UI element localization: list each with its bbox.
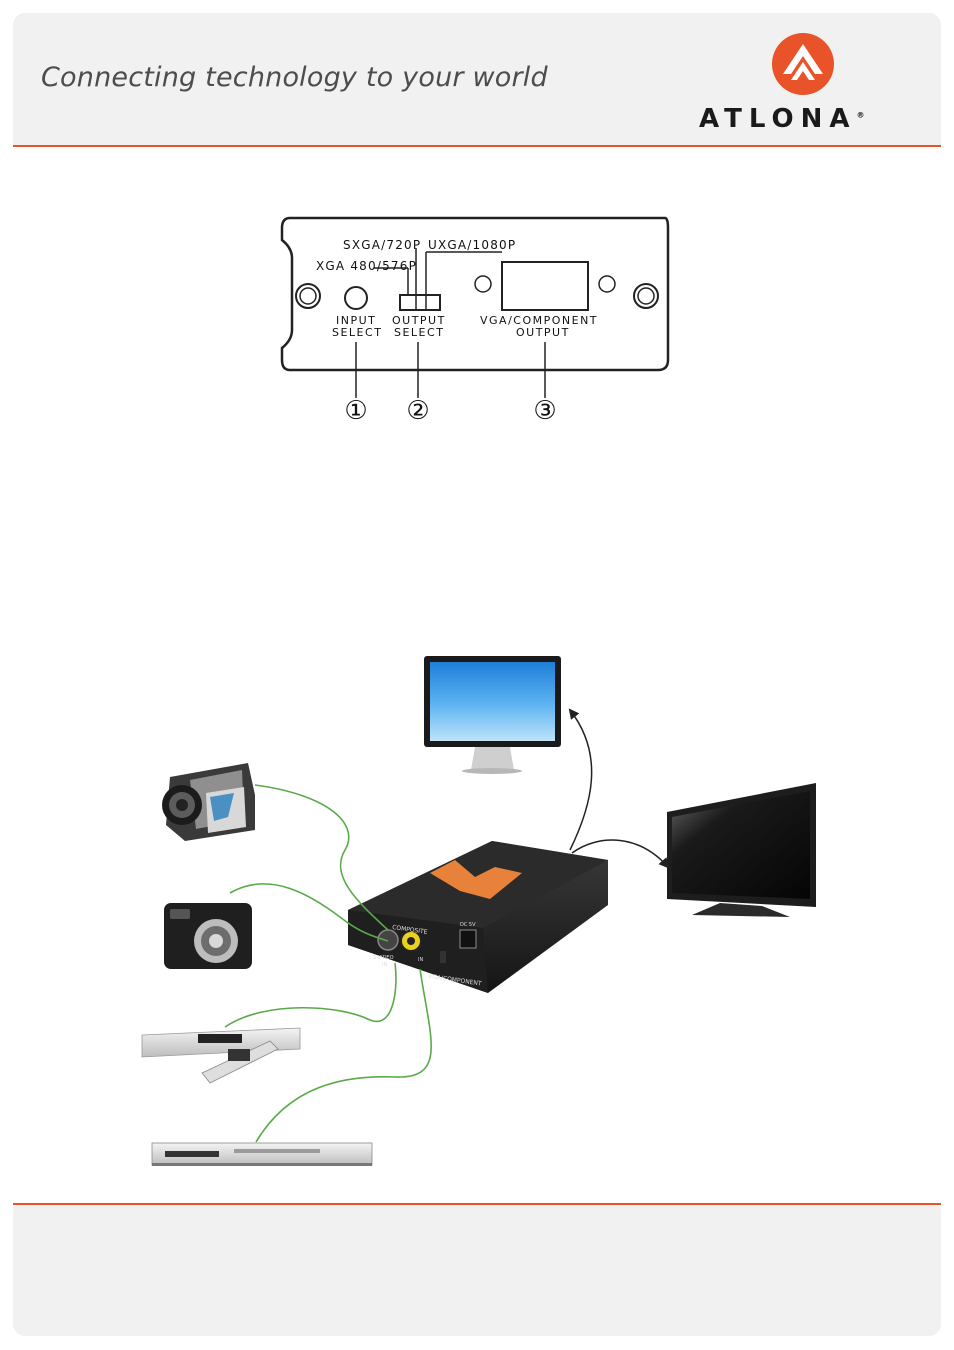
label-vga-output-2: OUTPUT — [516, 326, 570, 339]
digital-camera-icon — [164, 903, 252, 969]
callout-1: ① — [344, 396, 367, 426]
callout-3: ③ — [533, 396, 556, 426]
arrow-to-monitor — [568, 708, 593, 851]
cable-dvd — [255, 968, 432, 1143]
output-select-switch — [399, 294, 441, 311]
led-right — [598, 275, 616, 293]
dvd-player-with-remote-icon — [141, 1027, 301, 1084]
tagline: Connecting technology to your world — [41, 62, 548, 93]
led-left — [474, 275, 492, 293]
converter-box-icon: COMPOSITE S-VIDEO IN IN DC 5V VGA/COMPON… — [348, 841, 608, 993]
right-screw-icon — [633, 283, 659, 309]
flat-tv-icon — [667, 783, 816, 917]
device-label-svideo: S-VIDEO — [373, 955, 394, 961]
callout-2: ② — [406, 396, 429, 426]
label-xga: XGA 480/576P — [316, 259, 417, 273]
header-divider — [13, 145, 941, 147]
label-input-select-2: SELECT — [332, 326, 382, 339]
device-label-composite-in: IN — [418, 957, 423, 963]
brand-name: ATLONA — [699, 104, 857, 134]
label-input-select-1: INPUT — [336, 314, 376, 327]
computer-monitor-icon — [424, 656, 561, 774]
left-screw-icon — [295, 283, 321, 309]
label-uxga: UXGA/1080P — [428, 238, 516, 252]
atlona-logo-icon — [772, 33, 834, 95]
vga-connector — [501, 261, 589, 311]
dvd-player-icon — [151, 1142, 373, 1166]
label-vga-output-1: VGA/COMPONENT — [480, 314, 598, 327]
cable-camera — [229, 883, 389, 942]
device-label-composite: COMPOSITE — [392, 924, 428, 936]
device-label-svideo-in: IN — [382, 962, 387, 968]
input-select-button — [344, 286, 368, 310]
brand-wordmark: ATLONA® — [699, 104, 864, 134]
connection-diagram: COMPOSITE S-VIDEO IN IN DC 5V VGA/COMPON… — [141, 656, 816, 1166]
label-output-select-1: OUTPUT — [392, 314, 446, 327]
cable-camcorder — [254, 784, 389, 931]
front-panel-diagram: SXGA/720P UXGA/1080P XGA 480/576P INPUT … — [280, 216, 670, 426]
brand-registered-mark: ® — [856, 110, 865, 120]
panel-outline — [280, 216, 670, 372]
device-label-dc: DC 5V — [460, 922, 476, 928]
label-sxga: SXGA/720P — [343, 238, 421, 252]
footer-divider — [13, 1203, 941, 1205]
camcorder-icon — [162, 763, 255, 841]
cable-dvd-remote — [224, 962, 397, 1028]
arrow-to-tv — [571, 839, 670, 869]
label-output-select-2: SELECT — [394, 326, 444, 339]
